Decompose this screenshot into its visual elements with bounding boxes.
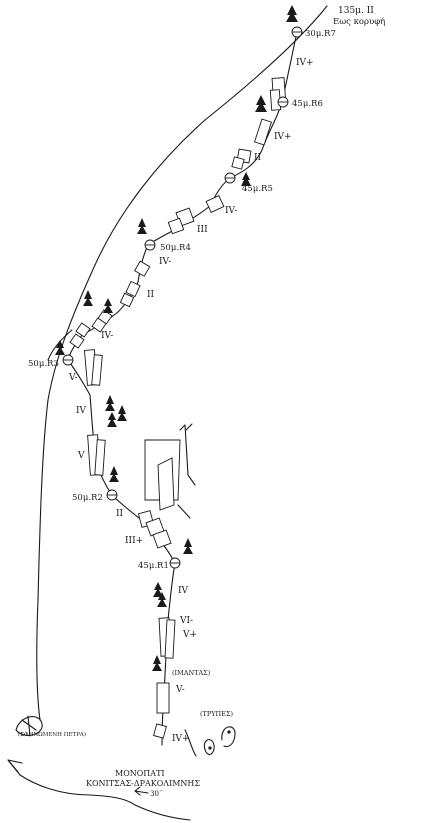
strap-label: (ΙΜΑΝΤΑΣ) bbox=[172, 669, 211, 677]
grade-label: V- bbox=[68, 373, 78, 383]
grade-label: IV+ bbox=[172, 734, 190, 744]
grade-label: II bbox=[147, 290, 155, 300]
tree-icon bbox=[105, 395, 115, 411]
summit-distance: 135μ. II bbox=[338, 6, 374, 16]
grade-label: IV bbox=[76, 406, 87, 416]
grade-label: V- bbox=[175, 685, 185, 695]
tree-icon bbox=[255, 95, 267, 112]
grade-label: VI- bbox=[179, 616, 193, 626]
tree-icon bbox=[286, 5, 298, 22]
tree-icon bbox=[152, 655, 162, 671]
pillar-feature bbox=[144, 423, 196, 519]
belay-icon-r5 bbox=[224, 172, 236, 184]
tree-icon bbox=[103, 298, 113, 313]
tree-icon bbox=[117, 405, 127, 421]
holes-drawing bbox=[184, 726, 236, 757]
belay-icon-r7 bbox=[291, 26, 303, 38]
belay-label-r7: 30μ.R7 bbox=[305, 29, 336, 39]
tree-icon bbox=[153, 582, 163, 597]
belay-label-r2: 50μ.R2 bbox=[72, 493, 103, 503]
belay-label-r5: 45μ.R5 bbox=[242, 184, 273, 194]
belay-label-r6: 45μ.R6 bbox=[292, 99, 323, 109]
grade-label: II bbox=[254, 153, 262, 163]
trail-route-label: ΚΟΝΙΤΣΑΣ-ΔΡΑΚΟΛΙΜΝΗΣ bbox=[86, 779, 200, 788]
belay-label-r4: 50μ.R4 bbox=[160, 243, 191, 253]
grade-label: IV+ bbox=[274, 132, 292, 142]
tree-icon bbox=[137, 218, 147, 234]
belay-icon-r6 bbox=[277, 96, 289, 108]
belay-icon-r3 bbox=[62, 354, 74, 366]
trail-label: ΜΟΝΟΠΑΤΙ bbox=[115, 769, 165, 778]
grade-label: II bbox=[116, 509, 124, 519]
tree-icon bbox=[83, 290, 93, 306]
tree-icon bbox=[157, 592, 167, 607]
grade-label: IV+ bbox=[296, 58, 314, 68]
belay-icon-r4 bbox=[144, 239, 156, 251]
grade-label: IV- bbox=[159, 257, 171, 267]
tree-icon bbox=[241, 172, 251, 186]
ridge-line bbox=[36, 5, 328, 721]
cliff-base-line bbox=[47, 329, 73, 361]
trail-arrow-shaft bbox=[7, 759, 21, 776]
grade-label: IV bbox=[178, 586, 189, 596]
tree-icon bbox=[183, 538, 193, 554]
grade-label: III bbox=[197, 225, 208, 235]
holes-label: (ΤΡΥΠΕΣ) bbox=[200, 710, 234, 718]
rock-blocks bbox=[69, 77, 287, 739]
belay-stations bbox=[62, 26, 303, 569]
belay-icon-r2 bbox=[106, 489, 118, 501]
belay-label-r1: 45μ.R1 bbox=[138, 561, 169, 571]
grade-label: V bbox=[77, 451, 85, 461]
grade-label: V+ bbox=[182, 630, 197, 640]
tree-icon bbox=[107, 412, 117, 427]
summit-note: Εως κορυφή bbox=[333, 16, 385, 27]
tree-icons bbox=[55, 5, 298, 671]
tree-icon bbox=[55, 340, 65, 355]
grade-label: III+ bbox=[125, 536, 143, 546]
tree-icon bbox=[109, 466, 119, 482]
trail-time-label: 30΄ bbox=[150, 789, 162, 798]
grade-label: IV- bbox=[225, 206, 237, 216]
belay-label-r3: 50μ.R3 bbox=[28, 359, 59, 369]
grade-label: IV- bbox=[101, 331, 113, 341]
wedged-rock-drawing bbox=[15, 715, 43, 737]
approach-trail bbox=[19, 774, 191, 821]
wedged-rock-label: (ΣΦΗΝΩΜΕΝΗ ΠΕΤΡΑ) bbox=[18, 731, 86, 738]
time-arrow bbox=[134, 786, 149, 796]
belay-icon-r1 bbox=[169, 557, 181, 569]
